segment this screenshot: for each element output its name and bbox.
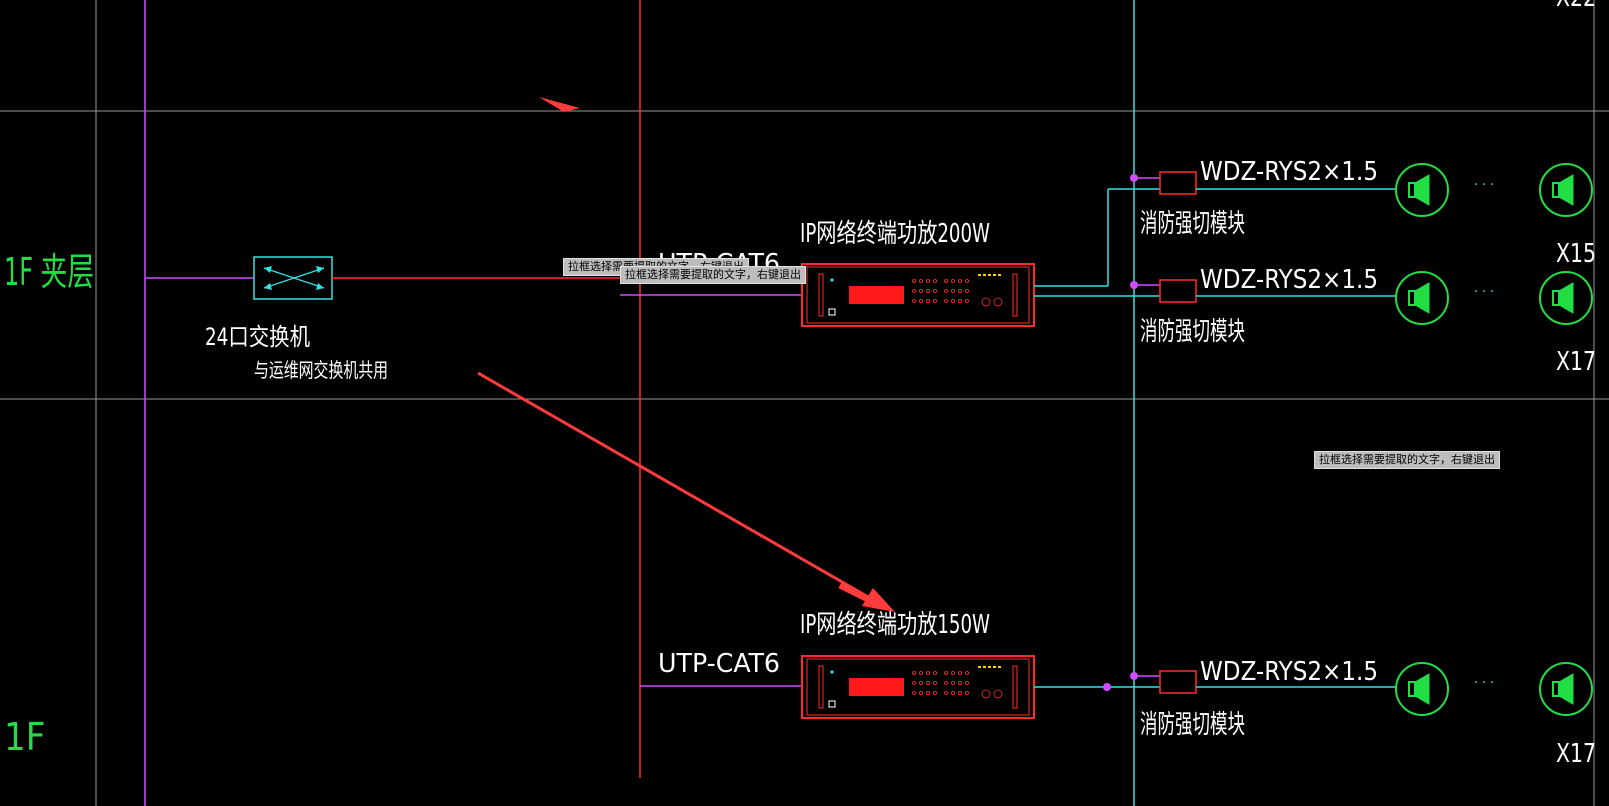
- speaker-icon: [1395, 163, 1449, 217]
- extract-tooltip: 拉框选择需要提取的文字，右键退出: [620, 266, 806, 284]
- speaker-icon: [1539, 271, 1593, 325]
- amp1-label: IP网络终端功放200W: [800, 219, 990, 249]
- branch-1[interactable]: [1130, 163, 1593, 217]
- amp2-label: IP网络终端功放150W: [800, 610, 990, 640]
- branch-3-count: X17: [1556, 739, 1596, 769]
- branch-1-count: X15: [1556, 239, 1596, 269]
- switch-label: 24口交换机: [205, 323, 310, 351]
- speaker-icon: [1395, 271, 1449, 325]
- corner-label: X22: [1556, 0, 1596, 13]
- branch-3-dots: · · ·: [1474, 675, 1494, 691]
- branch-2-module: 消防强切模块: [1140, 317, 1245, 347]
- amplifier-200w[interactable]: [801, 263, 1035, 327]
- switch-note: 与运维网交换机共用: [254, 358, 388, 382]
- branch-2[interactable]: [1130, 271, 1593, 325]
- extract-tooltip: 拉框选择需要提取的文字，右键退出: [1314, 451, 1500, 469]
- branch-3-module: 消防强切模块: [1140, 710, 1245, 740]
- branch-1-cable: WDZ-RYS2×1.5: [1200, 157, 1378, 187]
- speaker-icon: [1539, 662, 1593, 716]
- switch-symbol[interactable]: [145, 256, 805, 300]
- floor-label-upper: 1F 夹层: [4, 250, 94, 294]
- branch-2-cable: WDZ-RYS2×1.5: [1200, 265, 1378, 295]
- speaker-icon: [1539, 163, 1593, 217]
- speaker-icon: [1395, 662, 1449, 716]
- branch-2-count: X17: [1556, 347, 1596, 377]
- floor-label-lower: 1F: [4, 715, 45, 759]
- amplifier-150w[interactable]: [801, 655, 1035, 719]
- amp2-cable-label: UTP-CAT6: [658, 649, 780, 679]
- branch-3[interactable]: [1103, 662, 1593, 716]
- branch-1-module: 消防强切模块: [1140, 209, 1245, 239]
- branch-2-dots: · · ·: [1474, 284, 1494, 300]
- branch-3-cable: WDZ-RYS2×1.5: [1200, 657, 1378, 687]
- branch-1-dots: · · ·: [1474, 177, 1494, 193]
- annotation-arrow: [477, 97, 895, 612]
